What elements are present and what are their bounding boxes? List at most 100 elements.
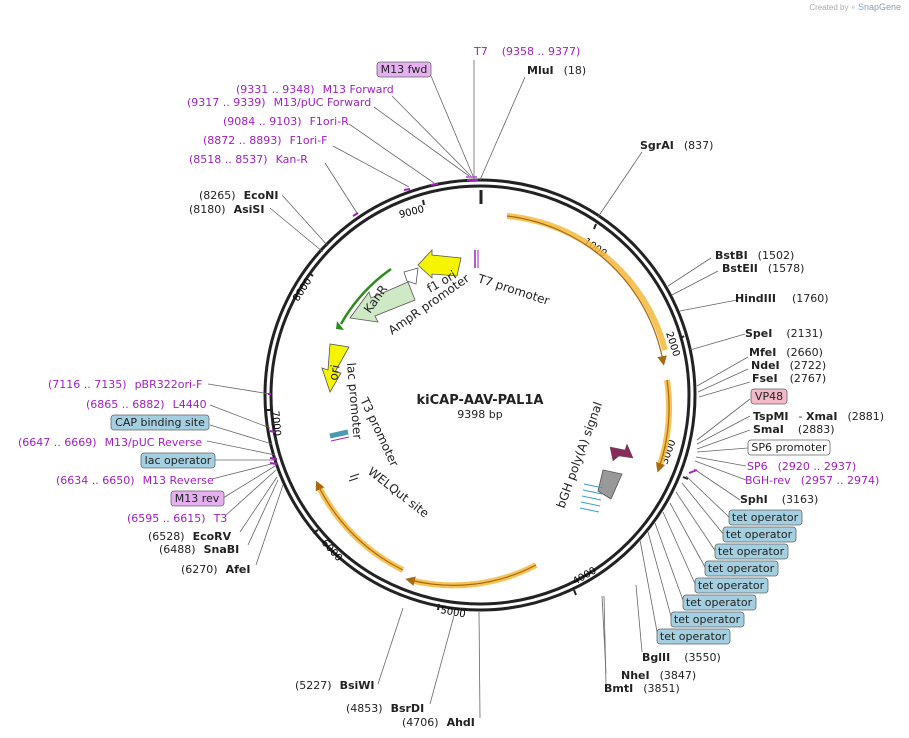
primer-pos: (6647 .. 6669): [18, 436, 97, 449]
site-name: MfeI: [749, 346, 776, 359]
primer-pos: (9317 .. 9339): [187, 96, 266, 109]
primer-name: F1ori-F: [290, 134, 328, 147]
leader-lines: [206, 60, 751, 719]
site-pos: (837): [684, 139, 714, 152]
site-name: BsrDI: [391, 702, 425, 715]
tick-label: 9000: [398, 204, 425, 221]
svg-text:(4706)AhdI: (4706)AhdI: [402, 716, 475, 729]
svg-text:(6528)EcoRV: (6528) EcoRV: [148, 530, 232, 543]
primer-markers: [268, 176, 698, 474]
svg-text:(9331 .. 9348)M13 Forward: (9331 .. 9348)M13 Forward: [236, 83, 394, 96]
primer-pos: (2957 .. 2974): [801, 474, 880, 487]
svg-text:(6488)SnaBI: (6488) SnaBI: [159, 543, 239, 556]
primer-pos: (6634 .. 6650): [56, 474, 135, 487]
site-pos: (8265): [199, 189, 236, 202]
site-pos: (2131): [786, 327, 823, 340]
svg-text:(7116 .. 7135)pBR322ori-F: (7116 .. 7135) pBR322ori-F: [48, 378, 202, 391]
ori-arrow: [321, 343, 350, 393]
primer-pos: (6865 .. 6882): [86, 398, 165, 411]
feature-label: lac promoter: [344, 362, 365, 440]
svg-text:SmaI(2883): SmaI (2883): [753, 423, 834, 436]
site-name: BmtI: [604, 682, 633, 695]
site-pos: (1502): [758, 249, 795, 262]
primer-labels: T7 (9358 .. 9377) (9331 .. 9348)M13 Forwa…: [18, 45, 879, 525]
site-name: XmaI: [806, 410, 837, 423]
box-label: VP48: [755, 390, 783, 403]
primer-name: M13/pUC Reverse: [105, 436, 203, 449]
primer-name: T7: [473, 45, 488, 58]
plasmid-size: 9398 bp: [457, 408, 502, 421]
site-pos: (3550): [684, 651, 721, 664]
site-pos: (1760): [792, 292, 829, 305]
svg-text:SphI(3163): SphI (3163): [740, 493, 818, 506]
site-pos: (3851): [643, 682, 680, 695]
site-pos: (2883): [798, 423, 835, 436]
primer-name: pBR322ori-F: [135, 378, 203, 391]
site-name: SmaI: [753, 423, 784, 436]
svg-text:T7(9358 .. 9377): T7 (9358 .. 9377): [473, 45, 580, 58]
box-label: tet operator: [660, 630, 727, 643]
site-pos: (6488): [159, 543, 196, 556]
primer-pos: (2920 .. 2937): [778, 460, 857, 473]
primer-pos: (9358 .. 9377): [502, 45, 581, 58]
primer-name: Kan-R: [276, 153, 309, 166]
svg-text:TspMI- XmaI(2881): TspMI- XmaI(2881): [753, 410, 884, 423]
svg-text:BstBI(1502): BstBI (1502): [715, 249, 794, 262]
boxed-labels: M13 fwd VP48 SP6 promoter tet operator t…: [110, 61, 831, 645]
tick-label: 5000: [439, 605, 466, 620]
svg-text:(8265)EcoNI: (8265)EcoNI: [199, 189, 278, 202]
site-pos: (6528): [148, 530, 185, 543]
primer-name: M13 Reverse: [143, 474, 214, 487]
box-label: tet operator: [708, 562, 775, 575]
svg-text:BGH-rev(2957 .. 2974): BGH-rev(2957 .. 2974): [745, 474, 879, 487]
vp48-arrow: [609, 443, 634, 462]
site-name: SphI: [740, 493, 768, 506]
site-name: AsiSI: [234, 203, 265, 216]
svg-text:(8518 .. 8537)Kan-R: (8518 .. 8537) Kan-R: [189, 153, 308, 166]
feature-label: WELQut site: [365, 464, 431, 520]
primer-name: SP6: [747, 460, 768, 473]
box-label: tet operator: [718, 545, 785, 558]
kanr-arrow: [349, 281, 416, 323]
primer-pos: (9084 .. 9103): [223, 115, 302, 128]
site-pos: (4853): [346, 702, 383, 715]
site-pos: (3163): [782, 493, 819, 506]
primer-name: F1ori-R: [310, 115, 350, 128]
box-label: SP6 promoter: [751, 441, 827, 454]
site-pos: (8180): [189, 203, 226, 216]
svg-text:NdeI(2722): NdeI(2722): [751, 359, 826, 372]
box-label: tet operator: [698, 579, 765, 592]
box-label: tet operator: [686, 596, 753, 609]
svg-text:(6647 .. 6669)M13/pUC Reverse: (6647 .. 6669) M13/pUC Reverse: [18, 436, 202, 449]
svg-text:(8180)AsiSI: (8180) AsiSI: [189, 203, 264, 216]
primer-pos: (8872 .. 8893): [203, 134, 282, 147]
svg-text:NheI(3847): NheI(3847): [621, 669, 696, 682]
site-name: EcoRV: [193, 530, 232, 543]
snapgene-credit: Created by ∘ SnapGene: [809, 2, 901, 12]
snapgene-logo-icon: ∘: [850, 3, 856, 12]
site-name: AfeI: [226, 563, 251, 576]
feature-arrows: [321, 248, 634, 513]
svg-text:BglII(3550): BglII (3550): [642, 651, 721, 664]
bgh-polya-arrow: [597, 469, 623, 500]
box-label: tet operator: [726, 528, 793, 541]
svg-text:(9317 .. 9339)M13/pUC Forward: (9317 .. 9339)M13/pUC Forward: [187, 96, 371, 109]
site-pos: (6270): [181, 563, 218, 576]
primer-pos: (7116 .. 7135): [48, 378, 127, 391]
site-name: SnaBI: [204, 543, 240, 556]
f1-ori-arrow: [417, 248, 462, 279]
svg-text:(6634 .. 6650)M13 Reverse: (6634 .. 6650) M13 Reverse: [56, 474, 214, 487]
primer-name: M13 Forward: [323, 83, 394, 96]
svg-text:MfeI(2660): MfeI(2660): [749, 346, 823, 359]
site-name: NdeI: [751, 359, 780, 372]
box-label: lac operator: [145, 454, 212, 467]
svg-text:HindIII(1760): HindIII(1760): [735, 292, 829, 305]
site-name: BstBI: [715, 249, 748, 262]
svg-text:(5227)BsiWI: (5227)BsiWI: [295, 679, 375, 692]
site-name: BglII: [642, 651, 670, 664]
box-label: tet operator: [674, 613, 741, 626]
site-pos: (2767): [790, 372, 827, 385]
primer-pos: (8518 .. 8537): [189, 153, 268, 166]
ampr-promoter-arrow: [403, 267, 419, 285]
feature-label: T7 promoter: [475, 271, 551, 308]
